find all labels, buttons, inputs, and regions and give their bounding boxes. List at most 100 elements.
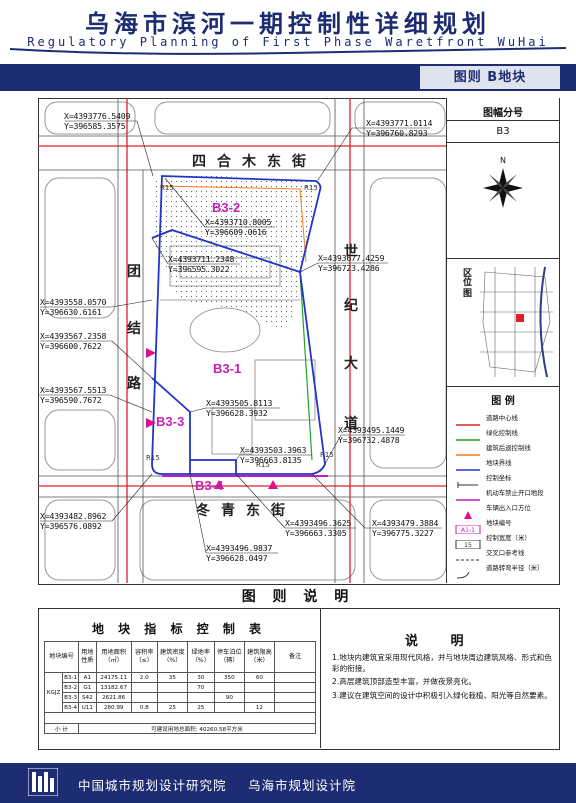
radius-label: R15 — [160, 184, 174, 192]
plot-label-b3-2: B3-2 — [212, 200, 241, 215]
location-map-label: 位图 — [463, 278, 473, 299]
legend-swatch — [455, 429, 481, 441]
legend-label: 地块界线 — [486, 459, 512, 467]
cell: A1 — [77, 672, 97, 683]
plot-label-b3-1: B3-1 — [213, 361, 242, 376]
road-label-west-3: 路 — [127, 376, 141, 392]
header-ribbon — [10, 47, 566, 55]
svg-text:15: 15 — [464, 542, 472, 549]
subtotal-label: 小 计 — [44, 723, 79, 734]
radius-label: R15 — [146, 454, 160, 462]
road-edges — [38, 98, 446, 583]
cell — [156, 692, 188, 703]
cell: B3-3 — [62, 692, 79, 703]
cell: 25 — [186, 702, 215, 713]
divider — [447, 142, 559, 143]
cell — [274, 672, 316, 683]
radius-label: R15 — [256, 461, 270, 469]
legend-label: 地块编号 — [486, 519, 512, 527]
plot-label-b3-4: B3-4 — [195, 478, 224, 493]
col-header: 建筑密度（%） — [156, 641, 188, 673]
legend-label: 控制宽度（米） — [486, 534, 531, 542]
cell: U11 — [77, 702, 97, 713]
legend-label: 道路中心线 — [486, 414, 518, 422]
col-header: 备注 — [274, 641, 316, 673]
footer-org-primary: 中国城市规划设计研究院 — [78, 778, 227, 793]
legend-item: 建筑后退控制线 — [455, 442, 559, 456]
cell: B3-1 — [62, 672, 79, 683]
group-code: KGJZ — [43, 672, 64, 713]
col-header: 建筑限高（米） — [243, 641, 276, 673]
col-header: 地块编号 — [44, 641, 79, 673]
road-label-west-2: 结 — [127, 321, 141, 337]
vehicle-access-markers — [146, 348, 278, 489]
cell — [130, 692, 158, 703]
svg-text:A1-1: A1-1 — [461, 527, 475, 534]
table-subtotal-row: 小 计 可建设用地总面积: 40260.58平方米 — [44, 723, 317, 734]
col-header: 用地性质 — [77, 641, 97, 673]
table-row: KGJZ B3-1 A1 24175.11 2.0 35 30 350 60 — [43, 672, 316, 713]
legend-item: 控制坐标 — [455, 472, 559, 488]
explanation-item: 3.建议在建筑空间的设计中积极引入绿化栽植、阳光等自然要素。 — [332, 691, 552, 700]
cell — [156, 682, 188, 693]
cell: 35 — [156, 672, 188, 683]
legend-swatch — [455, 504, 481, 519]
road-label-east-3: 大 — [344, 356, 358, 372]
radius-label: R15 — [304, 184, 318, 192]
cell: 2.0 — [130, 672, 158, 683]
legend-swatch — [455, 489, 481, 501]
cell: 13182.67 — [95, 682, 132, 693]
legend-label: 交叉口参考线 — [486, 549, 525, 557]
sheet-label: 图则 B地块 — [420, 66, 560, 89]
legend-swatch: 15 — [455, 534, 481, 550]
legend-swatch — [455, 414, 481, 426]
subtotal-value: 可建设用地总面积: 40260.58平方米 — [77, 723, 317, 734]
legend-item: 地块界线 — [455, 457, 559, 471]
cell: B3-4 — [62, 702, 79, 713]
cell: B3-2 — [62, 682, 79, 693]
coordinate-leaders — [38, 120, 442, 554]
legend-item: 道路中心线 — [455, 412, 559, 426]
explanation-item: 2.高层建筑顶部造型丰富，并做夜景亮化。 — [332, 677, 476, 686]
location-map-label: 区 — [463, 269, 473, 279]
cell — [130, 682, 158, 693]
col-header: 容积率（≤） — [130, 641, 158, 673]
cell — [274, 702, 316, 713]
legend-swatch — [455, 474, 481, 488]
footer-band — [0, 763, 576, 803]
indicator-table: 地块编号 用地性质 用地面积（㎡） 容积率（≤） 建筑密度（%） 绿地率（%） … — [43, 641, 317, 734]
col-header: 停车泊位（辆） — [213, 641, 245, 673]
road-centerlines — [38, 98, 446, 583]
indicator-table-title: 地 块 指 标 控 制 表 — [91, 622, 267, 636]
cell: 350 — [213, 672, 245, 683]
cell: S42 — [77, 692, 97, 703]
explanation-title: 说 明 — [405, 634, 478, 649]
cell: G1 — [77, 682, 97, 693]
notes-section-title: 图 则 说 明 — [241, 589, 355, 605]
legend-swatch — [455, 549, 481, 561]
cell: 30 — [186, 672, 215, 683]
cell — [243, 682, 276, 693]
cell: 70 — [186, 682, 215, 693]
setback-line — [159, 185, 307, 263]
road-label-south: 冬青东街 — [196, 503, 296, 519]
road-label-west-1: 团 — [127, 264, 141, 280]
divider — [447, 120, 559, 121]
table-row: B3-4 U11 280.99 0.8 25 25 12 — [45, 702, 316, 713]
legend-title: 图 例 — [491, 396, 515, 407]
legend-item: 15 控制宽度（米） — [455, 532, 559, 550]
radius-label: R15 — [320, 451, 334, 459]
compass-icon — [483, 168, 523, 208]
footer-org-secondary: 乌海市规划设计院 — [248, 778, 357, 793]
cell: 0.8 — [130, 702, 158, 713]
sheet-number-label: 图幅分号 — [483, 108, 523, 119]
